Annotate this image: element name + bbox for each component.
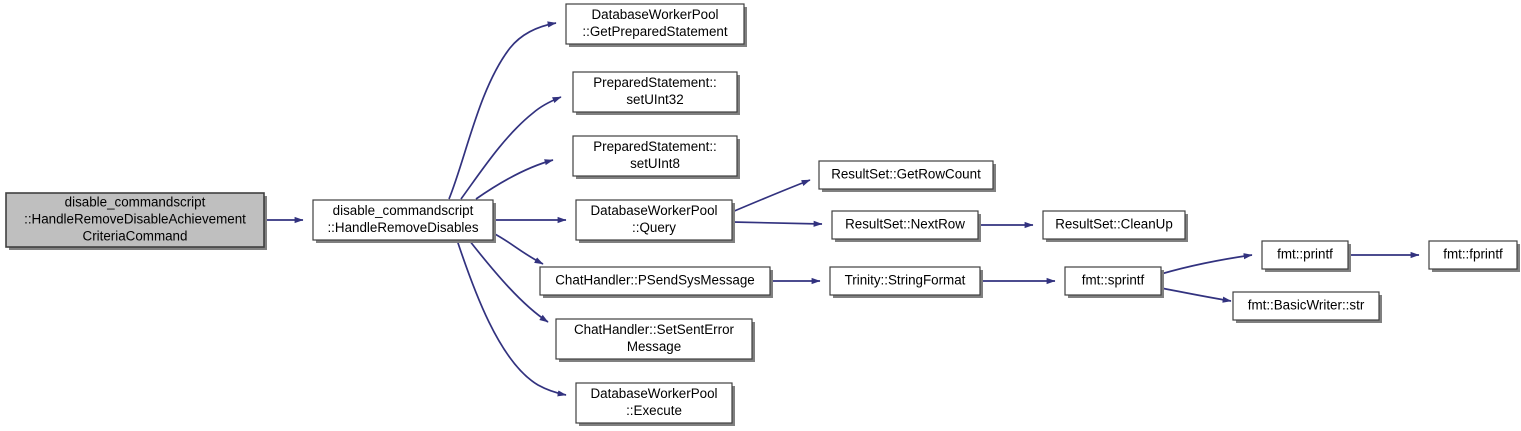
node-label: ::Query — [632, 220, 676, 235]
node-label: ::HandleRemoveDisableAchievement — [24, 212, 246, 227]
node-box[interactable] — [565, 3, 745, 45]
call-edge — [1160, 253, 1253, 275]
node-label: ResultSet::NextRow — [845, 217, 965, 232]
graph-node-set_uint8[interactable]: PreparedStatement::setUInt8 — [572, 135, 740, 179]
node-label: PreparedStatement:: — [593, 139, 717, 154]
node-box[interactable] — [572, 71, 738, 113]
node-box[interactable] — [1042, 210, 1186, 240]
call-edge — [492, 232, 544, 265]
node-box[interactable] — [1064, 266, 1162, 296]
edges-layer — [264, 21, 1420, 397]
call-edge — [1160, 287, 1232, 303]
node-label: DatabaseWorkerPool — [590, 386, 717, 401]
graph-node-cleanup[interactable]: ResultSet::CleanUp — [1042, 210, 1188, 242]
node-box[interactable] — [1261, 240, 1349, 270]
node-box[interactable] — [818, 160, 994, 190]
call-edge — [468, 239, 549, 323]
node-box[interactable] — [1428, 240, 1518, 270]
node-box[interactable] — [829, 266, 981, 296]
call-edge — [460, 96, 562, 200]
node-box[interactable] — [572, 135, 738, 177]
graph-node-set_uint32[interactable]: PreparedStatement::setUInt32 — [572, 71, 740, 115]
node-box[interactable] — [575, 382, 733, 424]
node-label: Message — [627, 339, 681, 354]
node-box[interactable] — [5, 192, 265, 248]
node-label: disable_commandscript — [65, 195, 206, 210]
call-edge — [731, 179, 811, 213]
graph-node-fprintf[interactable]: fmt::fprintf — [1428, 240, 1520, 272]
node-box[interactable] — [312, 199, 494, 241]
node-box[interactable] — [575, 199, 733, 241]
call-edge — [448, 21, 557, 200]
node-label: DatabaseWorkerPool — [590, 203, 717, 218]
graph-node-nextrow[interactable]: ResultSet::NextRow — [831, 210, 981, 242]
node-label: ::Execute — [626, 403, 682, 418]
node-label: ChatHandler::PSendSysMessage — [555, 273, 754, 288]
call-edge — [456, 239, 567, 397]
node-label: fmt::sprintf — [1082, 273, 1145, 288]
node-label: CriteriaCommand — [83, 229, 188, 244]
graph-node-get_prepared_statement[interactable]: DatabaseWorkerPool::GetPreparedStatement — [565, 3, 747, 47]
nodes-layer: disable_commandscript::HandleRemoveDisab… — [5, 3, 1520, 426]
node-label: ChatHandler::SetSentError — [574, 322, 735, 337]
node-box[interactable] — [555, 318, 753, 360]
node-label: disable_commandscript — [333, 203, 474, 218]
node-box[interactable] — [831, 210, 979, 240]
node-label: Trinity::StringFormat — [845, 273, 966, 288]
node-label: ::GetPreparedStatement — [582, 24, 727, 39]
call-edge — [731, 220, 823, 227]
node-label: ::HandleRemoveDisables — [327, 220, 478, 235]
node-box[interactable] — [539, 266, 771, 296]
node-label: ResultSet::GetRowCount — [831, 167, 981, 182]
node-label: fmt::printf — [1277, 247, 1333, 262]
graph-node-sprintf[interactable]: fmt::sprintf — [1064, 266, 1164, 298]
node-label: ResultSet::CleanUp — [1055, 217, 1173, 232]
call-edge — [475, 159, 554, 200]
node-label: DatabaseWorkerPool — [591, 7, 718, 22]
graph-node-printf[interactable]: fmt::printf — [1261, 240, 1351, 272]
node-label: setUInt32 — [626, 92, 683, 107]
graph-node-execute[interactable]: DatabaseWorkerPool::Execute — [575, 382, 735, 426]
node-label: setUInt8 — [630, 156, 680, 171]
graph-node-query[interactable]: DatabaseWorkerPool::Query — [575, 199, 735, 243]
graph-node-handle_remove_disables[interactable]: disable_commandscript::HandleRemoveDisab… — [312, 199, 496, 243]
node-label: fmt::fprintf — [1443, 247, 1503, 262]
node-label: fmt::BasicWriter::str — [1248, 298, 1365, 313]
graph-node-stringformat[interactable]: Trinity::StringFormat — [829, 266, 983, 298]
graph-node-getrowcount[interactable]: ResultSet::GetRowCount — [818, 160, 996, 192]
graph-node-root[interactable]: disable_commandscript::HandleRemoveDisab… — [5, 192, 267, 250]
node-label: PreparedStatement:: — [593, 75, 717, 90]
node-box[interactable] — [1232, 291, 1380, 321]
graph-node-basicwriter_str[interactable]: fmt::BasicWriter::str — [1232, 291, 1382, 323]
graph-node-psendsysmessage[interactable]: ChatHandler::PSendSysMessage — [539, 266, 773, 298]
